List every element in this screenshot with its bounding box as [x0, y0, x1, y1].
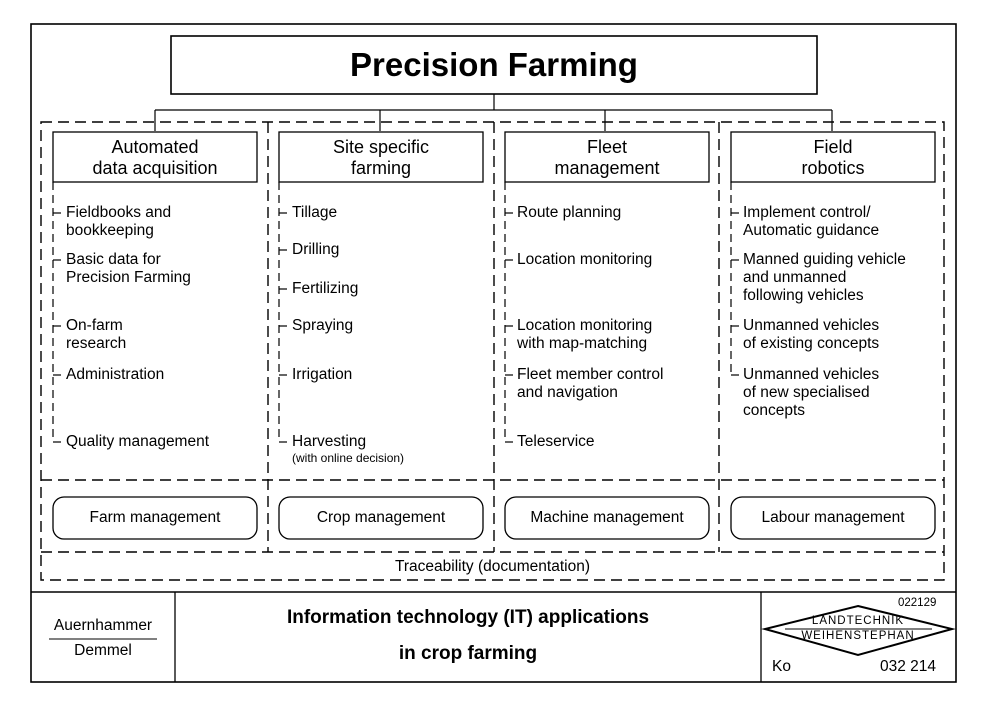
header-line: Fleet — [586, 137, 628, 157]
list-item: Irrigation — [292, 366, 353, 383]
outer-frame — [30, 23, 957, 683]
code-top: 022129 — [898, 597, 937, 609]
logo-line-2: WEIHENSTEPHAN — [801, 630, 915, 642]
header-line: data acquisition — [92, 158, 218, 178]
list-item: Teleservice — [517, 433, 595, 450]
farm-management-label: Farm management — [89, 509, 221, 526]
list-item: Tillage — [292, 204, 338, 221]
branch-ticks — [53, 212, 739, 443]
crop-management-label: Crop management — [316, 509, 446, 526]
title-connectors — [154, 94, 833, 131]
logo-line-1: LANDTECHNIK — [811, 615, 905, 627]
column-header-1: Automated data acquisition — [53, 137, 257, 179]
column-header-4: Field robotics — [731, 137, 935, 179]
footer-title-line-1: Information technology (IT) applications — [286, 607, 650, 628]
dashed-frames — [40, 121, 945, 581]
author-1: Auernhammer — [53, 617, 153, 634]
header-line: Automated — [111, 137, 199, 157]
traceability-label: Traceability (documentation) — [395, 558, 590, 575]
list-item: Fertilizing — [292, 280, 359, 297]
list-item: Spraying — [292, 317, 354, 334]
harvest-note: (with online decision) — [292, 451, 405, 465]
footer-title-line-2: in crop farming — [398, 643, 538, 664]
column-header-3: Fleet management — [505, 137, 709, 179]
header-line: management — [554, 158, 660, 178]
list-item: Quality management — [66, 433, 210, 450]
list-item: Route planning — [517, 204, 622, 221]
author-2: Demmel — [74, 642, 132, 659]
header-line: robotics — [801, 158, 865, 178]
list-item: Harvesting (with online decision) — [292, 433, 405, 465]
list-item: Administration — [66, 366, 165, 383]
labour-management-label: Labour management — [761, 509, 905, 526]
management-boxes — [52, 496, 936, 540]
page-title: Precision Farming — [350, 46, 638, 83]
header-line: Site specific — [332, 137, 430, 157]
column-header-2: Site specific farming — [279, 137, 483, 179]
machine-management-label: Machine management — [530, 509, 684, 526]
initials: Ko — [772, 658, 791, 675]
tree-lines — [52, 182, 732, 442]
document-number: 032 214 — [880, 658, 937, 675]
header-boxes — [52, 131, 936, 183]
list-item: Location monitoring — [517, 251, 653, 268]
header-line: farming — [350, 158, 412, 178]
logo-diamond-icon — [761, 604, 956, 657]
list-item: Drilling — [292, 241, 340, 258]
header-line: Field — [813, 137, 853, 157]
list-item: Implement control/Automatic guidance — [743, 204, 880, 239]
